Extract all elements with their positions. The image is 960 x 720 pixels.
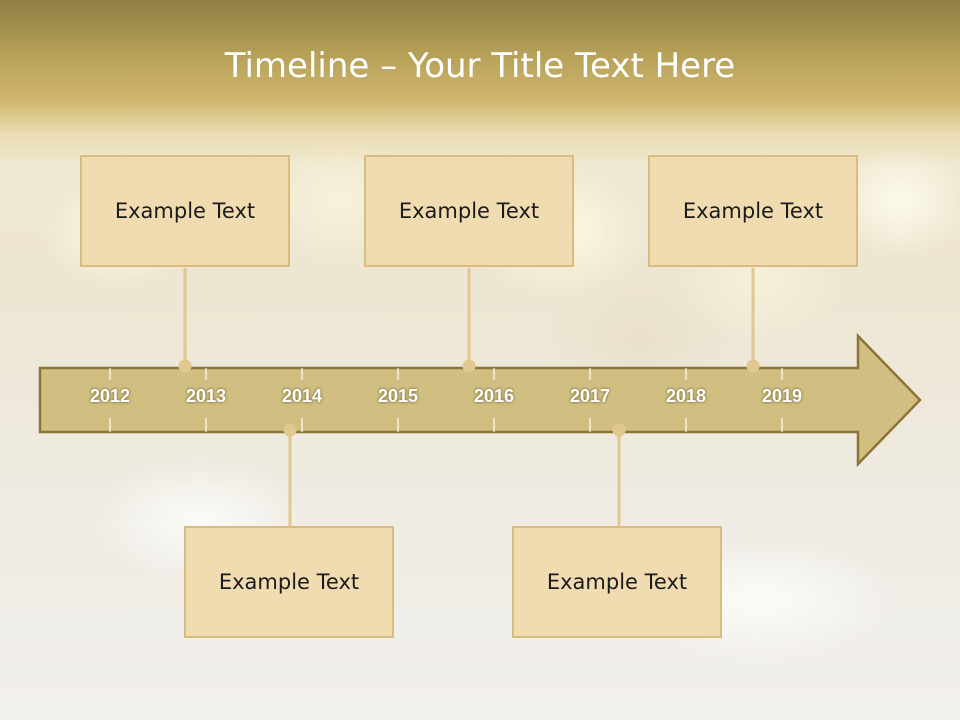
connector-dot-above-2 [462, 359, 476, 373]
year-label-2012: 2012 [89, 386, 131, 406]
callout-above-2[interactable]: Example Text [364, 155, 574, 267]
slide-title[interactable]: Timeline – Your Title Text Here [224, 46, 736, 86]
year-label-2016: 2016 [473, 386, 515, 406]
callout-above-3[interactable]: Example Text [648, 155, 858, 267]
connector-dot-above-1 [178, 359, 192, 373]
year-label-2019: 2019 [761, 386, 803, 406]
title-band [0, 0, 960, 165]
callout-below-1[interactable]: Example Text [184, 526, 394, 638]
callout-below-2[interactable]: Example Text [512, 526, 722, 638]
year-ticks [109, 368, 783, 432]
year-label-2013: 2013 [185, 386, 227, 406]
connector-dot-below-2 [612, 423, 626, 437]
timeline-arrow[interactable] [38, 332, 922, 468]
connector-dot-above-3 [746, 359, 760, 373]
callout-above-1[interactable]: Example Text [80, 155, 290, 267]
year-label-2017: 2017 [569, 386, 611, 406]
year-label-2014: 2014 [281, 386, 323, 406]
connector-dot-below-1 [283, 423, 297, 437]
year-label-2018: 2018 [665, 386, 707, 406]
year-label-2015: 2015 [377, 386, 419, 406]
